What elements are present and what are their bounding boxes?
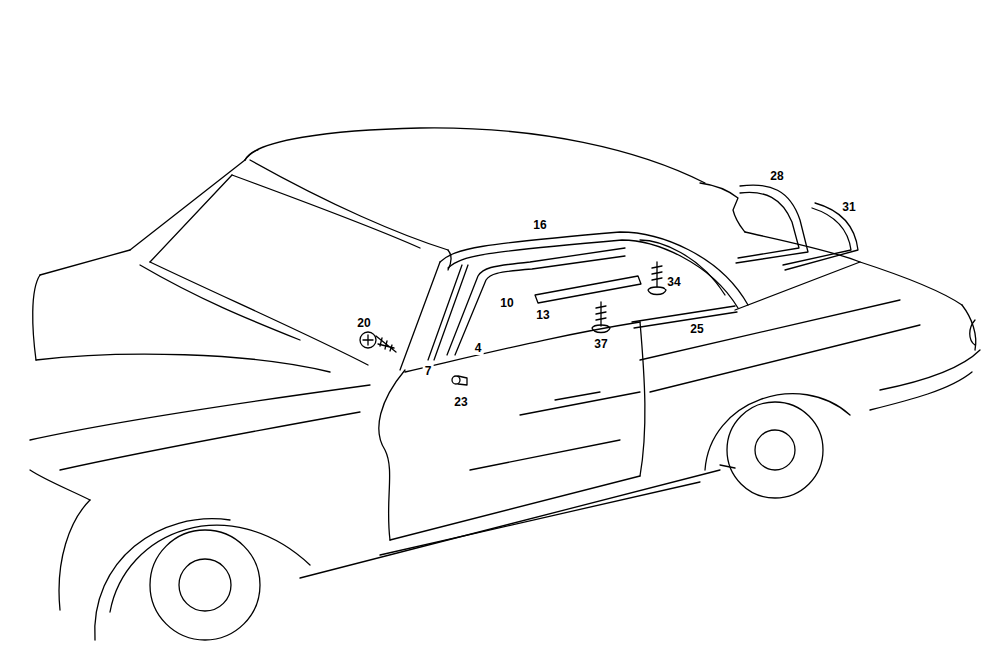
callout-number: 10 xyxy=(498,296,515,310)
callout-number: 7 xyxy=(423,364,434,378)
callout-number: 34 xyxy=(665,275,682,289)
callout-number: 37 xyxy=(592,337,609,351)
callout-number: 31 xyxy=(840,200,857,214)
callout-number: 4 xyxy=(473,341,484,355)
callout-number: 28 xyxy=(768,169,785,183)
callout-number: 13 xyxy=(534,308,551,322)
callout-number: 16 xyxy=(531,218,548,232)
callout-number: 23 xyxy=(452,395,469,409)
callout-number: 25 xyxy=(688,322,705,336)
callout-number: 20 xyxy=(355,316,372,330)
